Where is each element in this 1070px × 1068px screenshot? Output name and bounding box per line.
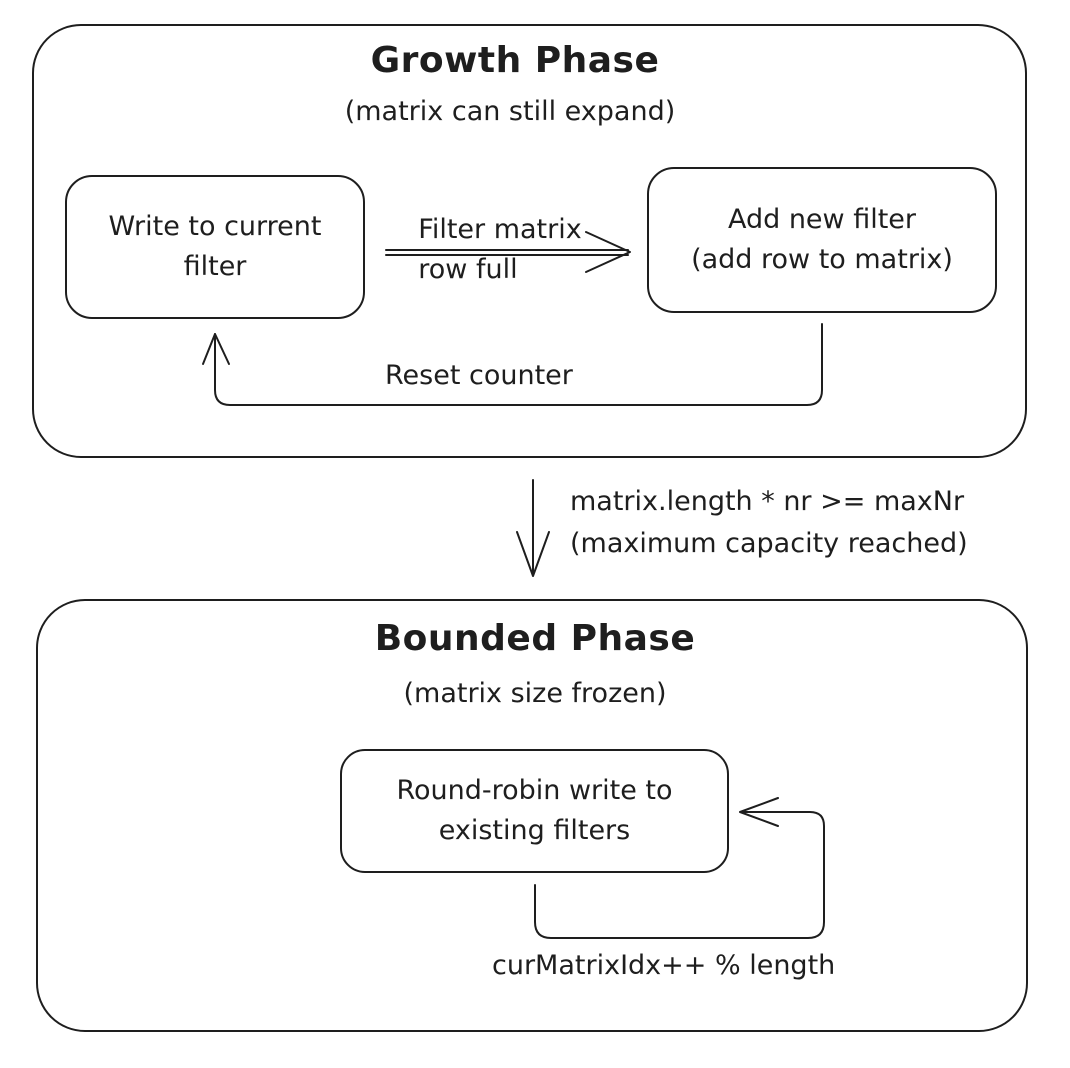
capacity-reached-label: (maximum capacity reached) [570, 528, 968, 559]
capacity-condition-label: matrix.length * nr >= maxNr [570, 486, 965, 517]
arrow-row-full [385, 231, 631, 273]
growth-phase-title: Growth Phase [370, 40, 660, 81]
bounded-phase-container [36, 599, 1028, 1032]
arrow-round-robin-loop [534, 797, 825, 939]
write-current-filter-box [65, 175, 365, 319]
round-robin-box [340, 749, 729, 873]
reset-counter-label: Reset counter [385, 360, 573, 391]
growth-phase-container [32, 24, 1027, 458]
add-new-filter-box [647, 167, 997, 313]
write-current-filter-label: Write to current filter [108, 211, 322, 282]
bounded-phase-title: Bounded Phase [374, 618, 696, 659]
cur-matrix-idx-label: curMatrixIdx++ % length [492, 950, 836, 981]
bounded-phase-subtitle: (matrix size frozen) [403, 678, 667, 709]
arrow-reset-counter [202, 323, 823, 406]
row-full-label: Filter matrix row full [418, 214, 582, 285]
arrow-capacity-reached [516, 479, 550, 577]
round-robin-label: Round-robin write to existing filters [396, 775, 673, 846]
growth-phase-subtitle: (matrix can still expand) [344, 96, 676, 127]
add-new-filter-label: Add new filter (add row to matrix) [691, 204, 953, 275]
